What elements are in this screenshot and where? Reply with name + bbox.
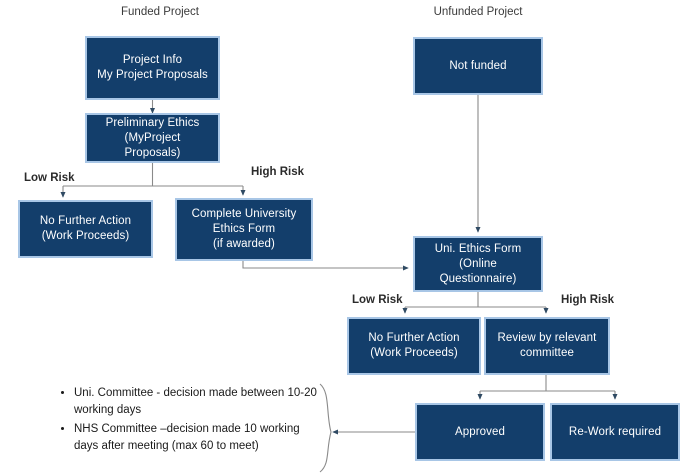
column-title-unfunded: Unfunded Project [433, 6, 523, 18]
column-title-funded: Funded Project [121, 6, 199, 18]
node-preliminary-ethics[interactable]: Preliminary Ethics (MyProject Proposals) [85, 113, 220, 163]
node-project-info[interactable]: Project Info My Project Proposals [85, 36, 220, 100]
node-re-work-required[interactable]: Re-Work required [550, 403, 680, 461]
notes-block: Uni. Committee - decision made between 1… [52, 385, 320, 457]
node-no-further-action-2-line1: No Further Action [368, 332, 460, 344]
node-complete-university-line2: Ethics Form [212, 223, 276, 235]
node-no-further-action-1-line1: No Further Action [39, 215, 132, 227]
node-preliminary-ethics-line2: (MyProject Proposals) [124, 131, 181, 159]
node-uni-ethics-form-line3: Questionnaire) [439, 272, 517, 285]
note-item: Uni. Committee - decision made between 1… [74, 385, 320, 419]
node-review-by-committee-line2: committee [520, 347, 574, 359]
node-preliminary-ethics-line1: Preliminary Ethics [105, 116, 200, 129]
node-no-further-action-2[interactable]: No Further Action (Work Proceeds) [347, 317, 481, 375]
notes-brace [319, 383, 332, 473]
node-project-info-line1: Project Info [122, 54, 183, 66]
node-complete-university-line1: Complete University [191, 208, 297, 220]
node-re-work-required-label: Re-Work required [568, 425, 662, 438]
node-review-by-committee-line1: Review by relevant [497, 332, 597, 344]
node-uni-ethics-form[interactable]: Uni. Ethics Form (Online Questionnaire) [413, 236, 543, 292]
node-review-by-committee[interactable]: Review by relevant committee [484, 317, 610, 375]
node-uni-ethics-form-line2: (Online [459, 257, 497, 270]
edge-label-low-risk-top: Low Risk [24, 172, 75, 184]
node-not-funded[interactable]: Not funded [413, 37, 543, 95]
node-no-further-action-1[interactable]: No Further Action (Work Proceeds) [18, 200, 153, 258]
node-not-funded-label: Not funded [449, 59, 507, 72]
node-no-further-action-2-line2: (Work Proceeds) [370, 347, 458, 359]
edge-complete-university-to-uni-ethics [242, 261, 409, 271]
node-no-further-action-1-line2: (Work Proceeds) [41, 230, 130, 242]
edge-label-low-risk-bottom: Low Risk [352, 294, 403, 306]
notes-list: Uni. Committee - decision made between 1… [52, 385, 320, 455]
node-complete-university-ethics-form[interactable]: Complete University Ethics Form (if awar… [175, 198, 313, 261]
node-approved-label: Approved [454, 425, 506, 438]
note-item: NHS Committee –decision made 10 working … [74, 421, 320, 455]
node-complete-university-line3: (if awarded) [213, 238, 275, 250]
node-project-info-line2: My Project Proposals [97, 69, 208, 81]
node-uni-ethics-form-line1: Uni. Ethics Form [434, 242, 522, 255]
edge-label-high-risk-top: High Risk [251, 166, 305, 178]
edge-label-high-risk-bottom: High Risk [561, 294, 615, 306]
node-approved[interactable]: Approved [415, 403, 545, 461]
